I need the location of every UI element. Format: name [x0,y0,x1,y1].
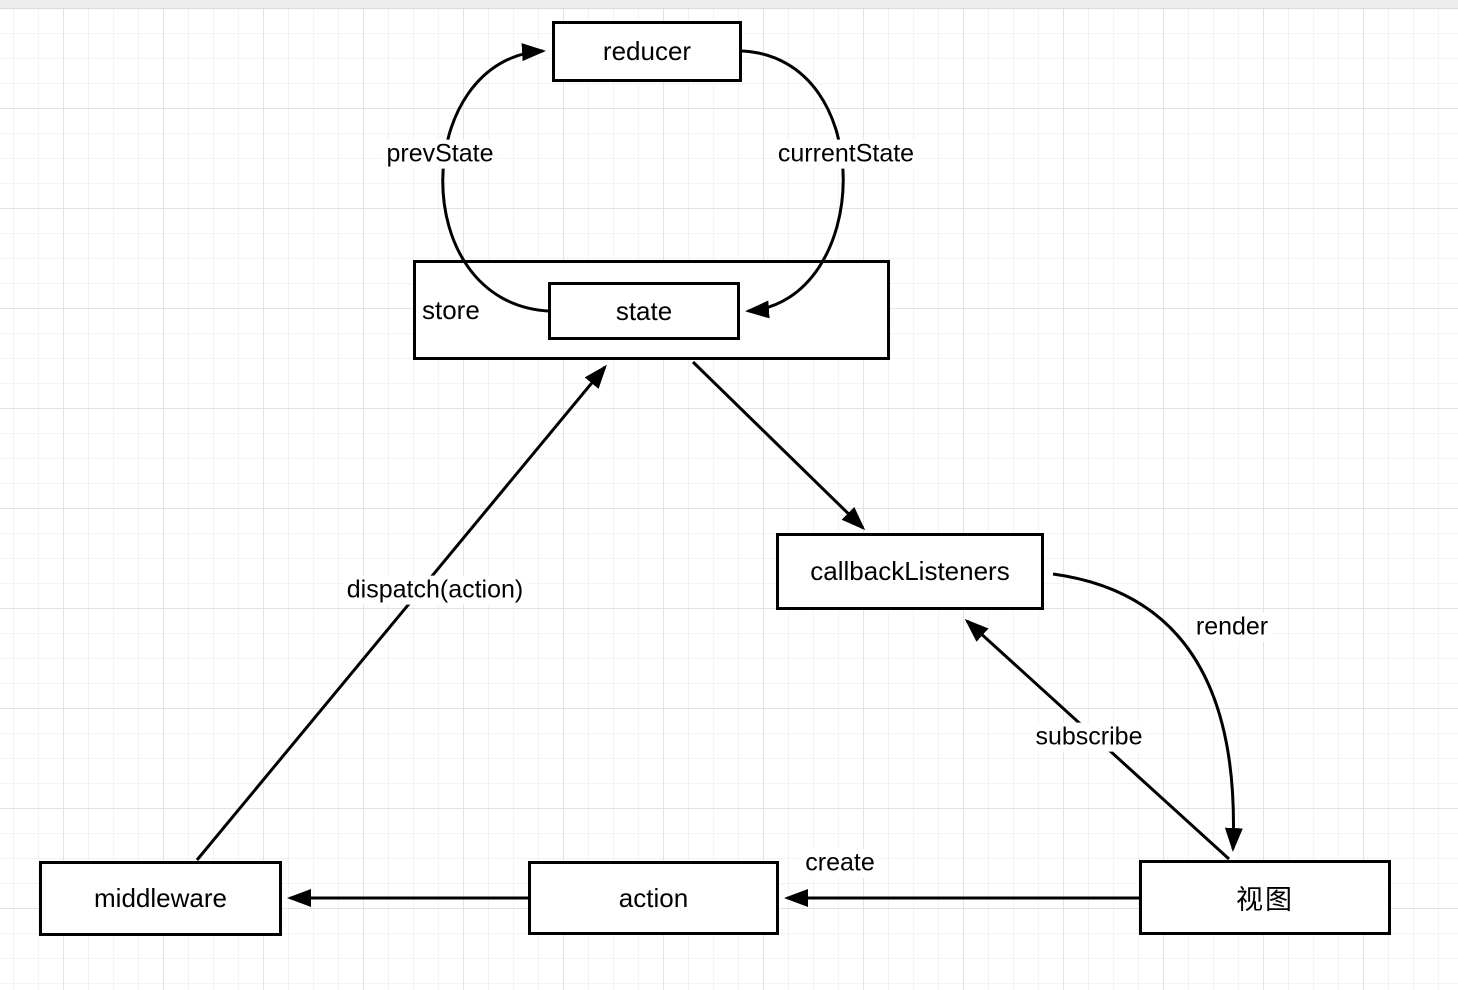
edge-label-dispatch: dispatch(action) [342,575,528,605]
node-middleware: middleware [39,861,282,936]
node-state: state [548,282,740,340]
node-reducer-label: reducer [602,36,692,66]
edge-label-prevstate: prevState [382,139,498,169]
node-action: action [528,861,779,935]
edge-dispatch-line [195,364,607,861]
top-strip [0,0,1458,9]
node-reducer: reducer [552,21,742,82]
edge-store-to-listeners-line [691,360,866,531]
node-callback-listeners: callbackListeners [776,533,1044,610]
edge-label-render: render [1191,612,1273,642]
node-view: 视图 [1139,860,1391,935]
node-middleware-label: middleware [94,883,227,913]
edge-label-create: create [801,848,879,878]
edge-label-currentstate: currentState [773,139,919,169]
edge-label-subscribe: subscribe [1031,722,1147,752]
node-callback-listeners-label: callbackListeners [810,556,1010,586]
node-state-label: state [615,295,673,326]
node-store-label: store [422,294,480,325]
node-action-label: action [618,882,689,913]
node-view-label: 视图 [1236,885,1294,915]
